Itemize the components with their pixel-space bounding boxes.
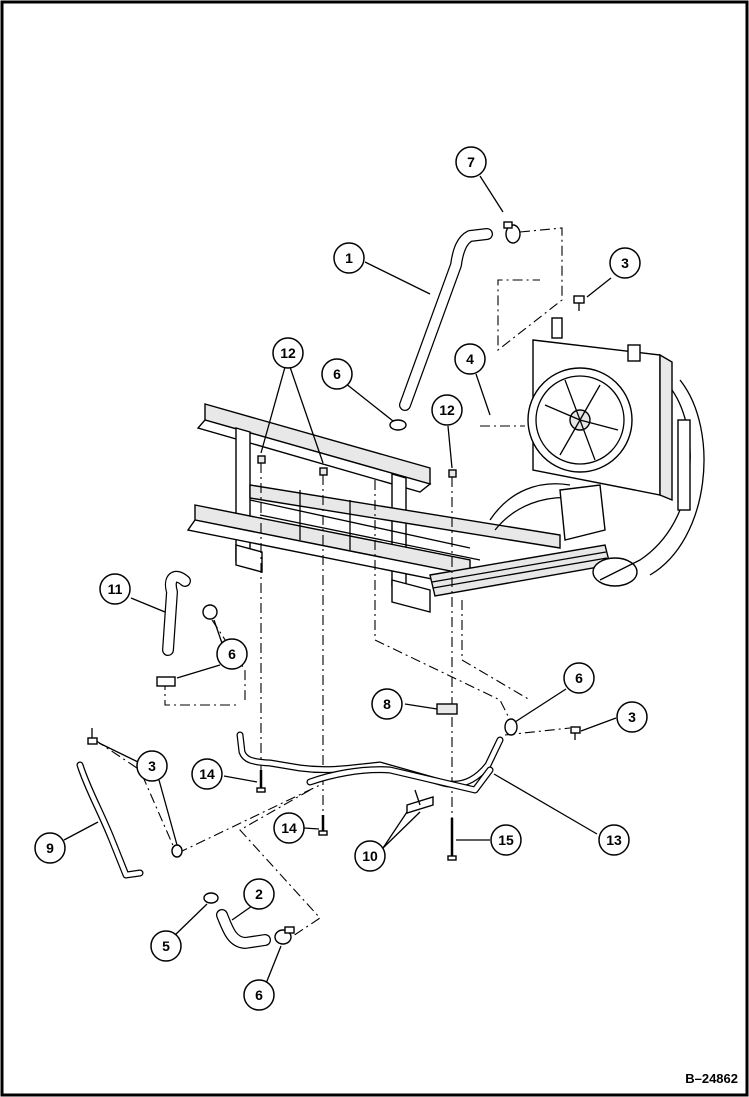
chassis-frame — [186, 403, 638, 613]
hose-clamp-6-right — [504, 718, 518, 736]
callout-7: 7 — [455, 146, 487, 178]
nut-12-right — [448, 469, 457, 478]
screw-3-right — [570, 726, 581, 740]
callout-13: 13 — [598, 824, 630, 856]
callout-3-left: 3 — [136, 750, 168, 782]
figure-id: B–24862 — [685, 1071, 738, 1086]
svg-text:12: 12 — [280, 345, 296, 361]
svg-text:2: 2 — [255, 886, 263, 902]
svg-text:14: 14 — [281, 820, 297, 836]
callout-9: 9 — [34, 832, 66, 864]
svg-text:5: 5 — [162, 938, 170, 954]
radiator-assembly — [489, 317, 705, 581]
hose-2 — [216, 909, 271, 949]
nut-12-mid — [319, 467, 328, 476]
bolt-14-upper — [256, 770, 266, 793]
callout-8: 8 — [371, 688, 403, 720]
hose-11 — [162, 570, 191, 656]
hose-clamp-6-upper — [389, 419, 407, 431]
hose-clamp-6-bottom — [274, 926, 295, 945]
callout-6-left: 6 — [216, 638, 248, 670]
callout-6-bottom: 6 — [243, 979, 275, 1011]
svg-text:6: 6 — [255, 987, 263, 1003]
svg-text:3: 3 — [148, 758, 156, 774]
svg-text:12: 12 — [439, 402, 455, 418]
hose-clamp-5 — [203, 892, 219, 904]
callout-14-upper: 14 — [191, 758, 223, 790]
svg-text:14: 14 — [199, 766, 215, 782]
callout-3-right: 3 — [616, 701, 648, 733]
svg-text:9: 9 — [46, 840, 54, 856]
callout-11: 11 — [99, 573, 131, 605]
hose-clamp-7 — [503, 221, 521, 244]
callout-3-top: 3 — [609, 247, 641, 279]
svg-text:1: 1 — [345, 250, 353, 266]
screw-3-upper — [573, 295, 585, 311]
bracket-10 — [406, 789, 434, 814]
hose-clamp-6-left-upper — [202, 604, 218, 620]
svg-text:3: 3 — [621, 255, 629, 271]
svg-text:6: 6 — [575, 670, 583, 686]
callout-6-upper: 6 — [321, 358, 353, 390]
svg-text:3: 3 — [628, 709, 636, 725]
tube-13 — [236, 731, 504, 794]
svg-text:7: 7 — [467, 154, 475, 170]
callout-15: 15 — [490, 824, 522, 856]
svg-text:4: 4 — [466, 351, 474, 367]
hose-9 — [76, 761, 144, 879]
fan-blades — [544, 379, 619, 461]
callout-4: 4 — [454, 343, 486, 375]
callout-10: 10 — [354, 840, 386, 872]
hose-clamp-6-left-lower — [156, 676, 176, 687]
callout-6-right: 6 — [563, 662, 595, 694]
callout-14-lower: 14 — [273, 812, 305, 844]
nut-12-left — [257, 455, 266, 464]
svg-text:11: 11 — [108, 581, 123, 597]
svg-text:8: 8 — [383, 696, 391, 712]
svg-text:13: 13 — [606, 832, 622, 848]
svg-text:15: 15 — [498, 832, 514, 848]
clamp-3-lower — [171, 844, 183, 858]
bolt-14-lower — [318, 815, 328, 836]
callout-12-left: 12 — [272, 337, 304, 369]
screw-3-left — [87, 728, 98, 745]
svg-text:6: 6 — [228, 646, 236, 662]
leader-lines — [63, 175, 617, 987]
svg-text:10: 10 — [362, 848, 378, 864]
callout-2: 2 — [243, 878, 275, 910]
bolt-15 — [447, 818, 457, 861]
callout-1: 1 — [333, 242, 365, 274]
clamp-8 — [436, 703, 458, 715]
upper-hose-1 — [399, 228, 493, 411]
callout-5: 5 — [150, 930, 182, 962]
svg-text:6: 6 — [333, 366, 341, 382]
callout-12-right: 12 — [431, 394, 463, 426]
